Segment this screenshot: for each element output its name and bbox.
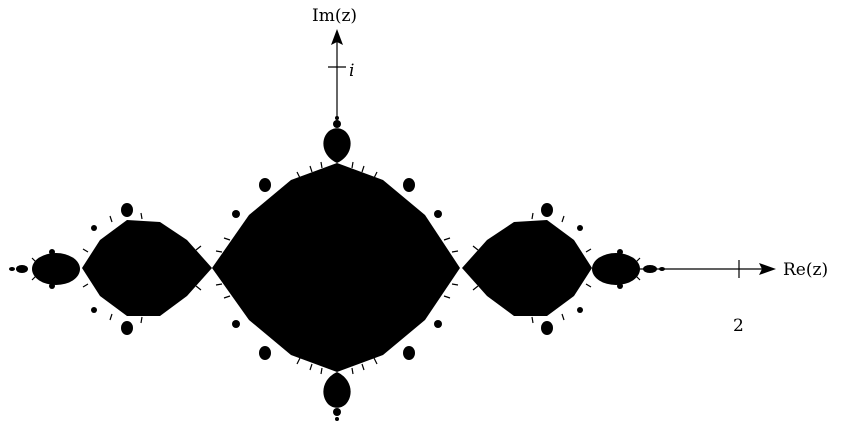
real-axis-arrowhead xyxy=(759,263,776,275)
main-body xyxy=(212,163,460,372)
right-body xyxy=(462,220,592,316)
top-bulb xyxy=(323,128,351,163)
far-right-bulb xyxy=(592,253,640,285)
real-axis-label: Re(z) xyxy=(783,260,828,280)
real-tick-label: 2 xyxy=(733,316,744,336)
bottom-bulb xyxy=(323,372,351,408)
far-left-bulb xyxy=(32,253,80,285)
imaginary-axis-label: Im(z) xyxy=(312,6,357,26)
left-body xyxy=(82,220,212,316)
axes xyxy=(328,29,776,278)
julia-set-fractal xyxy=(9,116,665,421)
imaginary-axis-arrowhead xyxy=(331,29,343,45)
imaginary-tick-label: i xyxy=(349,61,354,81)
